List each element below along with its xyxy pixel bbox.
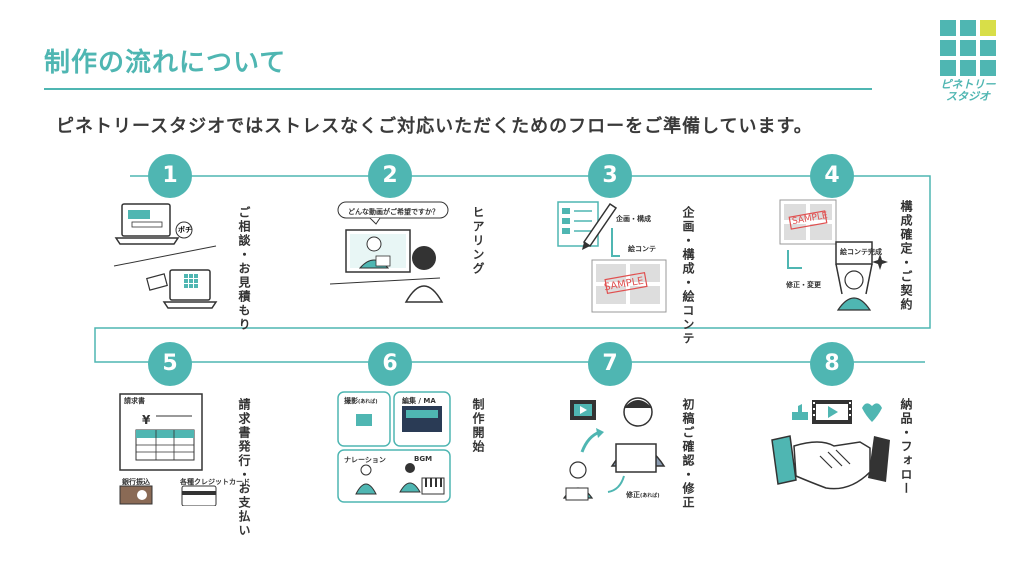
step-5-number: 5	[148, 342, 192, 386]
step-2-label: ヒアリング	[471, 206, 485, 276]
step-1-number: 1	[148, 154, 192, 198]
logo-text-line1: ピネトリー	[940, 78, 996, 91]
step-7-revision-text: 修正	[626, 491, 640, 499]
step-6-shooting-text: 撮影	[344, 397, 358, 405]
step-6-callout-shooting: 撮影(あれば)	[344, 396, 378, 406]
page-title: 制作の流れについて	[44, 48, 287, 78]
step-7-number: 7	[588, 342, 632, 386]
page-subtitle: ピネトリースタジオではストレスなくご対応いただくためのフローをご準備しています。	[56, 116, 813, 137]
step-7-revision-note: (あれば)	[640, 493, 660, 499]
step-3-callout-storyboard: 絵コンテ	[628, 245, 656, 253]
laptop-handshake-icon: ポチ	[113, 203, 218, 309]
svg-text:ポチ: ポチ	[178, 225, 192, 234]
brand-logo: ピネトリー スタジオ	[930, 20, 1006, 110]
online-meeting-icon	[330, 201, 449, 303]
step-3-label: 企画・構成・絵コンテ	[681, 206, 695, 346]
step-6-callout-bgm: BGM	[414, 455, 433, 463]
planning-document-icon	[557, 201, 667, 313]
yen-symbol: ¥	[142, 413, 151, 427]
step-2-number: 2	[368, 154, 412, 198]
step-8-label: 納品・フォロー	[899, 398, 913, 496]
step-8-number: 8	[810, 342, 854, 386]
step-4-callout-revision: 修正・変更	[786, 281, 821, 289]
step-6-callout-narration: ナレーション	[344, 456, 386, 464]
step-4-number: 4	[810, 154, 854, 198]
logo-text-line2: スタジオ	[946, 90, 990, 103]
review-icon	[562, 397, 666, 501]
step-4-label: 構成確定・ご契約	[899, 200, 913, 312]
step-6-label: 制作開始	[471, 398, 485, 454]
contract-confirm-icon	[779, 199, 888, 311]
step-6-shooting-note: (あれば)	[358, 399, 378, 405]
step-2-speech-bubble: どんな動画がご希望ですか？	[348, 208, 439, 216]
invoice-icon	[119, 393, 217, 506]
handshake-icon	[771, 400, 890, 490]
step-4-callout-storyboard-done: 絵コンテ完成	[840, 248, 882, 256]
step-3-callout-plan: 企画・構成	[616, 215, 651, 223]
step-6-number: 6	[368, 342, 412, 386]
step-7-label: 初稿ご確認・修正	[681, 398, 695, 510]
step-5-callout-bank: 銀行振込	[122, 478, 150, 486]
step-6-callout-editing: 編集 / MA	[402, 397, 436, 405]
step-7-callout-revision: 修正(あれば)	[626, 490, 660, 500]
step-5-callout-card: 各種クレジットカード	[180, 478, 250, 486]
step-5-callout-invoice: 請求書	[124, 397, 145, 405]
title-underline	[44, 88, 872, 90]
step-3-number: 3	[588, 154, 632, 198]
logo-grid-icon	[940, 20, 1006, 76]
production-icon	[337, 391, 451, 503]
step-5-label: 請求書発行・お支払い	[237, 398, 251, 538]
step-1-label: ご相談・お見積もり	[237, 206, 251, 332]
